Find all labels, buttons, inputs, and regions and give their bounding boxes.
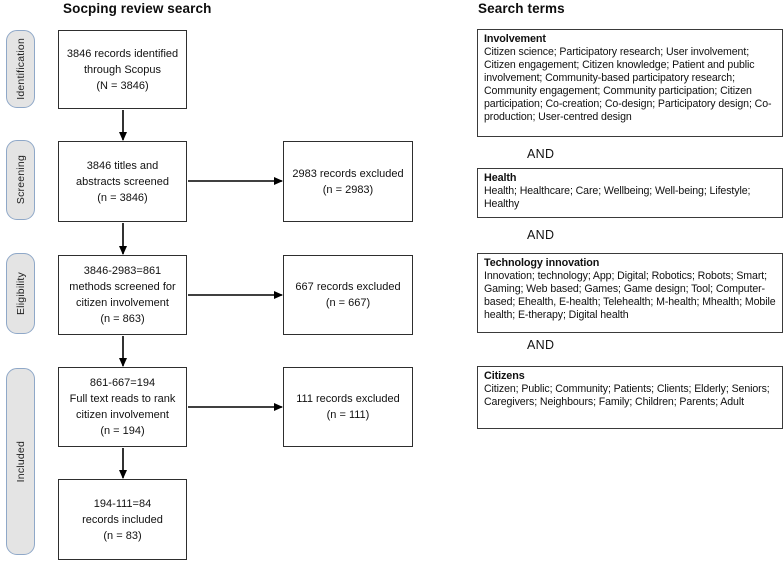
flow-box-line: records included xyxy=(82,513,163,526)
flow-box-line: (n = 2983) xyxy=(322,183,374,196)
flow-box-line: 2983 records excluded xyxy=(292,167,404,180)
stage-pill-eligibility: Eligibility xyxy=(6,253,35,334)
flow-box-line: (n = 667) xyxy=(325,297,371,309)
flow-box-line: 3846 records identified xyxy=(66,47,179,60)
flow-box-line: methods screened for xyxy=(69,281,176,293)
term-group-terms: Health; Healthcare; Care; Wellbeing; Wel… xyxy=(484,185,751,210)
boolean-operator: AND xyxy=(527,147,555,161)
flow-box-line: 667 records excluded xyxy=(295,281,401,293)
flow-box-line: 3846-2983=861 xyxy=(83,265,162,277)
term-group-terms: Innovation; technology; App; Digital; Ro… xyxy=(484,270,776,321)
flow-box-line: (n = 3846) xyxy=(97,191,148,204)
flow-box-line: 3846 titles and xyxy=(86,159,159,172)
stage-pill-screening: Screening xyxy=(6,140,35,220)
term-group-involvement: Involvement Citizen science; Participato… xyxy=(477,29,783,137)
excluded-box-eligibility: 667 records excluded (n = 667) xyxy=(283,255,413,335)
term-group-terms: Citizen; Public; Community; Patients; Cl… xyxy=(484,383,770,408)
boolean-operator: AND xyxy=(527,338,555,352)
flow-box-line: through Scopus xyxy=(83,63,162,76)
flow-box-line: (n = 83) xyxy=(103,529,142,542)
flow-box-methods-screened: 3846-2983=861 methods screened for citiz… xyxy=(58,255,187,335)
flow-box-line: citizen involvement xyxy=(76,409,169,421)
boolean-operator: AND xyxy=(527,228,555,242)
term-group-citizens: Citizens Citizen; Public; Community; Pat… xyxy=(477,366,783,429)
flow-box-line: citizen involvement xyxy=(76,297,169,309)
term-group-health: Health Health; Healthcare; Care; Wellbei… xyxy=(477,168,783,218)
term-group-technology-innovation: Technology innovation Innovation; techno… xyxy=(477,253,783,333)
flow-box-line: 111 records excluded xyxy=(296,393,400,405)
flow-box-line: (n = 863) xyxy=(100,313,145,325)
term-group-heading: Citizens xyxy=(484,370,525,382)
flow-box-line: (n = 194) xyxy=(100,425,145,437)
term-group-heading: Technology innovation xyxy=(484,257,600,269)
term-group-terms: Citizen science; Participatory research;… xyxy=(484,46,772,123)
flow-box-line: 861-667=194 xyxy=(89,377,156,389)
flowchart-title: Socping review search xyxy=(63,1,212,16)
search-terms-title: Search terms xyxy=(478,1,565,16)
flow-box-included: 194-111=84 records included (n = 83) xyxy=(58,479,187,560)
flow-box-titles-screened: 3846 titles and abstracts screened (n = … xyxy=(58,141,187,222)
flow-box-identified: 3846 records identified through Scopus (… xyxy=(58,30,187,109)
flow-box-full-text: 861-667=194 Full text reads to rank citi… xyxy=(58,367,187,447)
excluded-box-screening: 2983 records excluded (n = 2983) xyxy=(283,141,413,222)
stage-label: Eligibility xyxy=(14,271,27,316)
stage-label: Included xyxy=(14,440,27,483)
term-group-heading: Health xyxy=(484,172,517,184)
flow-box-line: abstracts screened xyxy=(76,175,169,188)
flow-box-line: (n = 111) xyxy=(326,409,370,421)
stage-pill-included: Included xyxy=(6,368,35,555)
stage-pill-identification: Identification xyxy=(6,30,35,108)
flow-box-line: (N = 3846) xyxy=(96,79,149,92)
stage-label: Screening xyxy=(14,155,27,205)
flow-box-line: Full text reads to rank xyxy=(69,393,176,405)
excluded-box-full-text: 111 records excluded (n = 111) xyxy=(283,367,413,447)
term-group-heading: Involvement xyxy=(484,33,546,45)
flow-box-line: 194-111=84 xyxy=(93,497,152,510)
stage-label: Identification xyxy=(14,38,27,100)
